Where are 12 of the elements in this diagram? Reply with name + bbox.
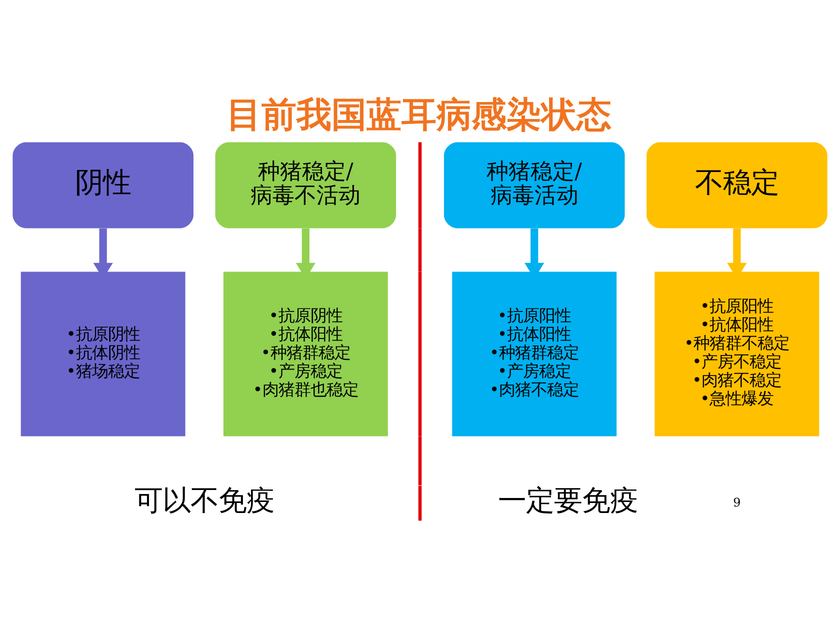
label: 一定要免疫 — [498, 484, 638, 518]
node-box: 种猪稳定/病毒活动 — [444, 142, 625, 228]
node-box: •抗原阴性 •抗体阳性 •种猪群稳定 •产房稳定 •肉猪群也稳定 — [223, 272, 388, 436]
node-box: •抗原阳性 •抗体阳性 •种猪群不稳定 •产房不稳定 •肉猪不稳定 •急性爆发 — [654, 272, 820, 436]
diagram-title: 目前我国蓝耳病感染状态 — [226, 96, 612, 136]
node-box: •抗原阴性 •抗体阴性 •猪场稳定 — [20, 272, 186, 436]
node-box: 种猪稳定/病毒不活动 — [215, 142, 396, 228]
label: 9 — [733, 495, 741, 510]
node-box: 不稳定 — [646, 142, 828, 228]
node-box: 阴性 — [12, 142, 194, 228]
label: 可以不免疫 — [134, 484, 274, 518]
node-box: •抗原阳性 •抗体阳性 •种猪群稳定 •产房稳定 •肉猪不稳定 — [452, 272, 617, 436]
